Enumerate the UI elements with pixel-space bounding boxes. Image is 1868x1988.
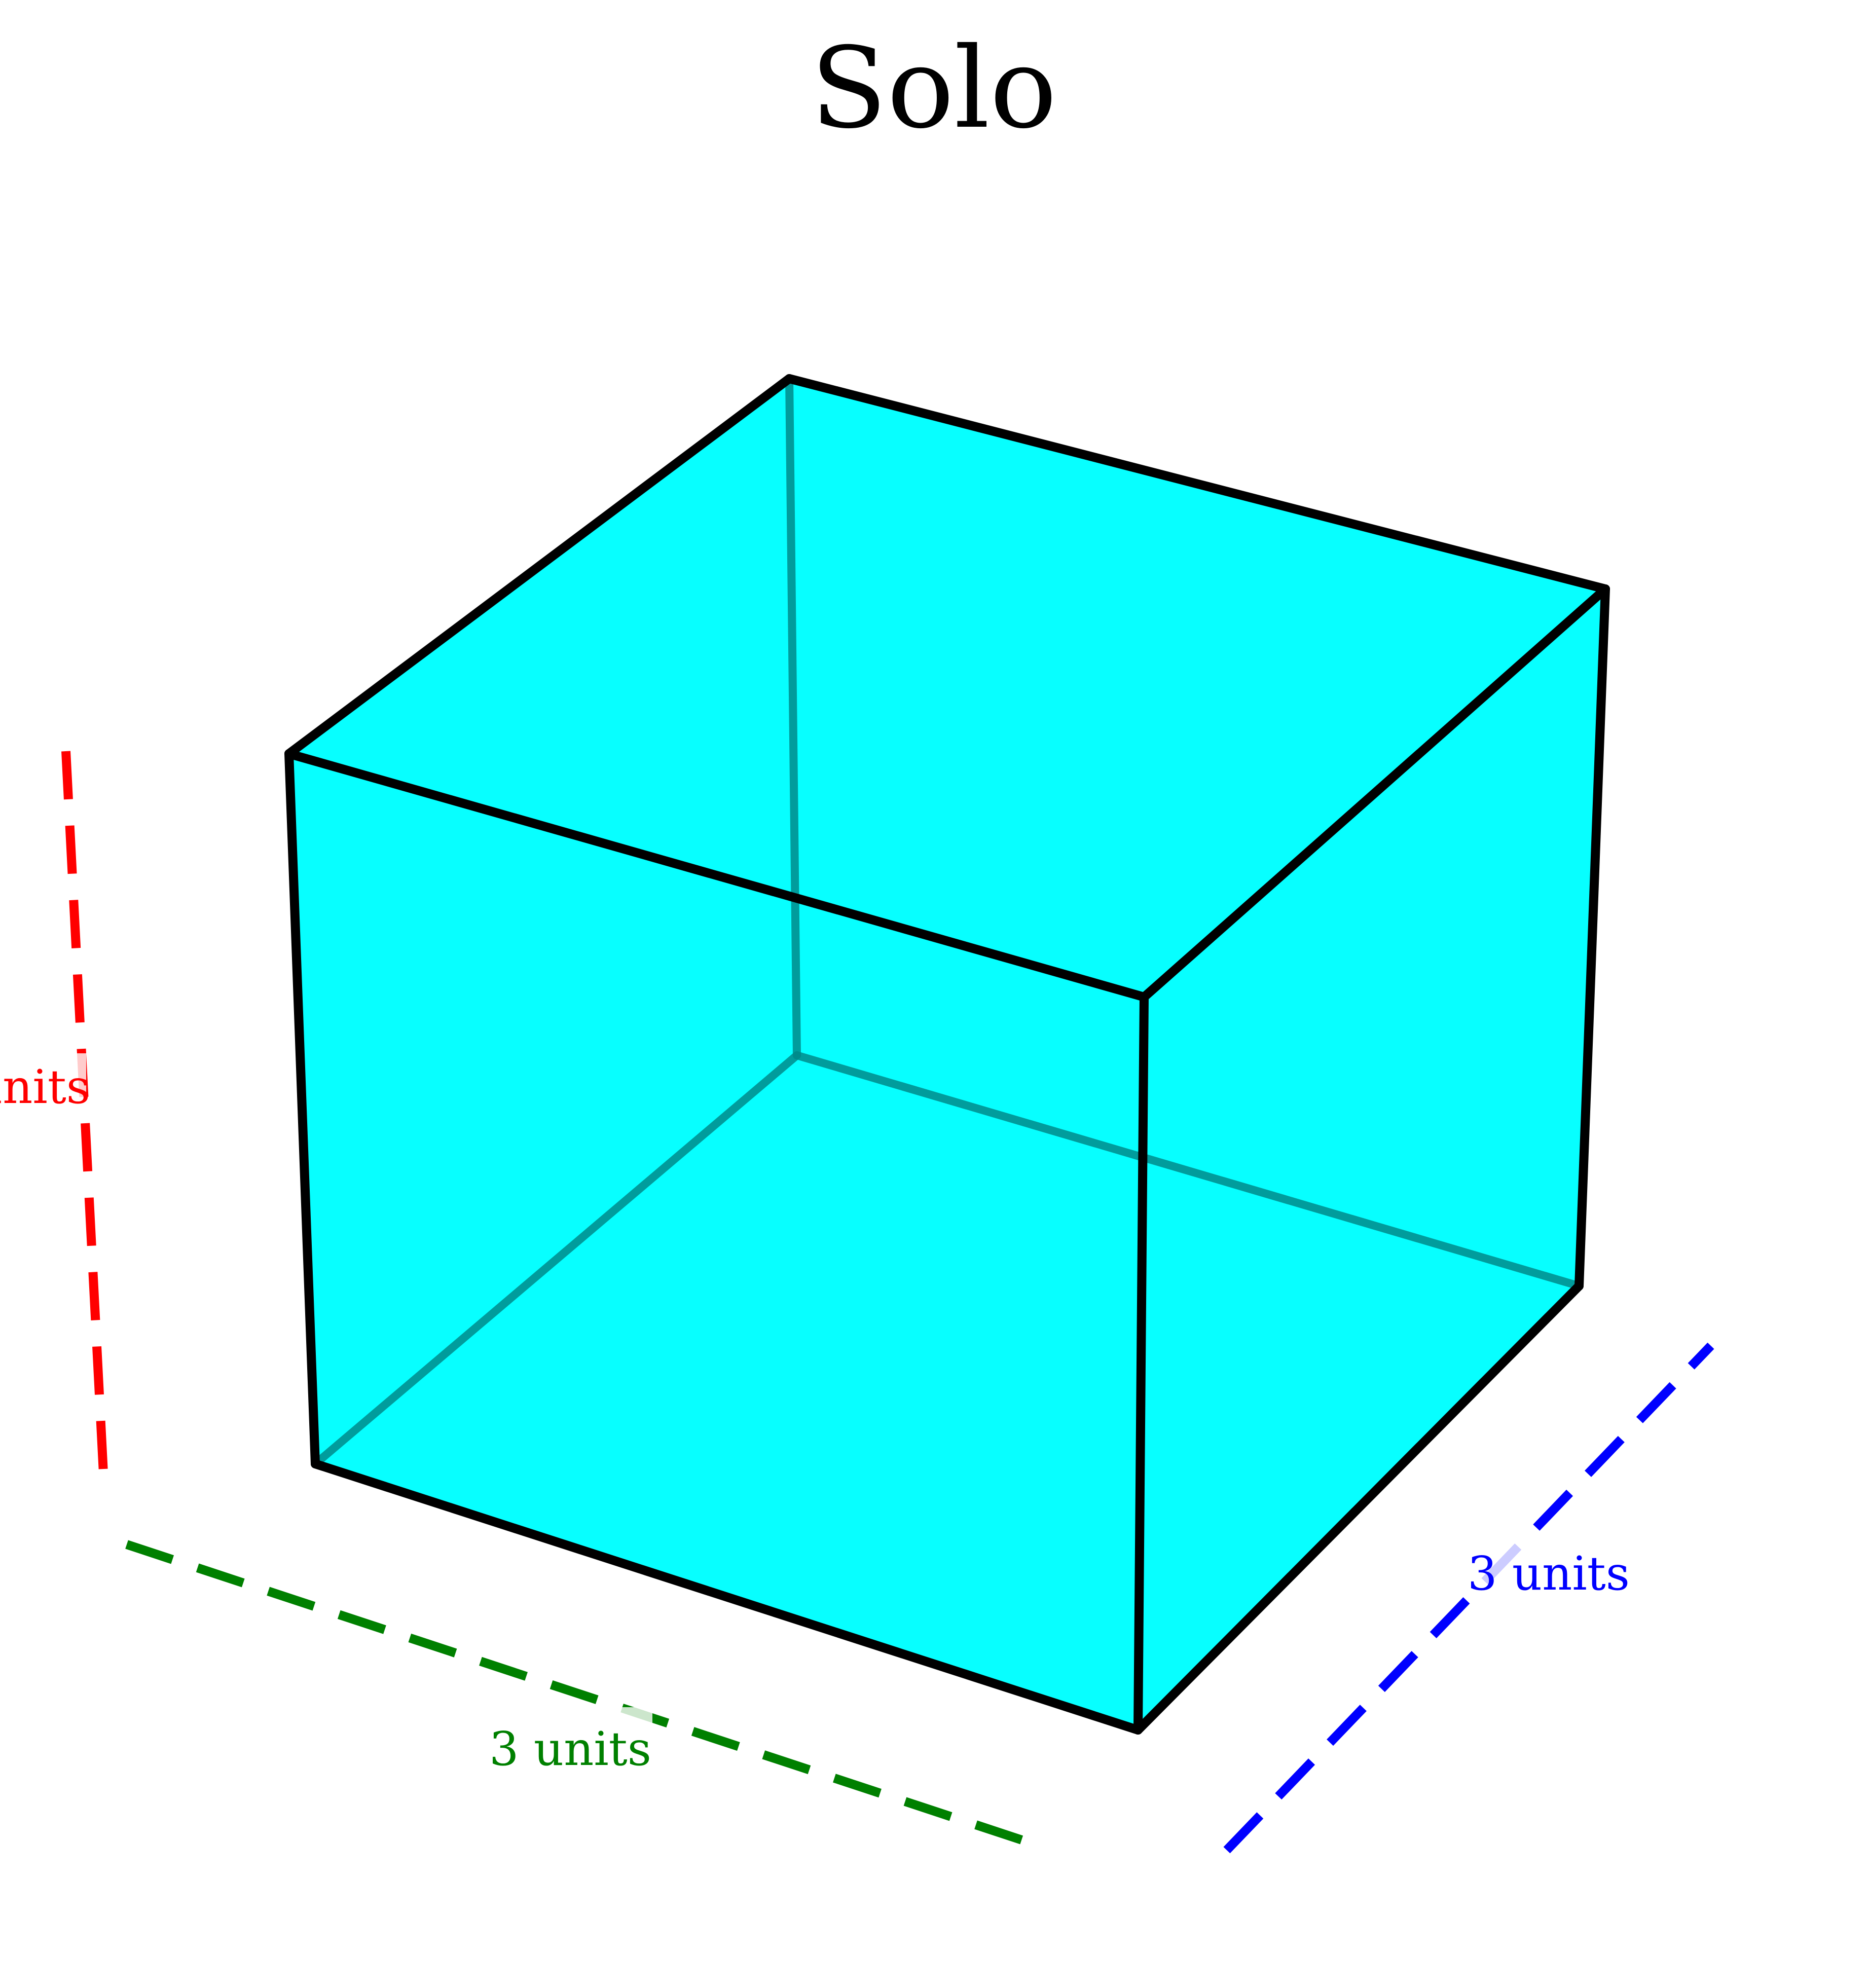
height-dimension-label-group: 3 units	[0, 1053, 90, 1114]
edge-top-back-left	[284, 374, 794, 758]
height-label-bg	[0, 1053, 86, 1112]
edge-bottom-front-left	[311, 1459, 1143, 1735]
cube-face-top	[289, 379, 1605, 997]
width-dimension-line	[125, 1540, 1042, 1851]
cube-face-front-right	[1138, 589, 1605, 1730]
width-label-bg	[488, 1707, 652, 1765]
height-dimension-line	[61, 751, 108, 1483]
cube	[289, 379, 1605, 1730]
edge-top-back-right	[785, 374, 1610, 594]
edge-vertical-right	[1574, 584, 1610, 1291]
edge-vertical-left	[284, 749, 320, 1468]
visible-edges	[284, 374, 1610, 1735]
diagram-title: Solo	[811, 23, 1057, 153]
height-dimension-label: 3 units	[0, 1060, 90, 1114]
hidden-edges	[311, 375, 1583, 1468]
width-dimension-label: 3 units	[489, 1722, 651, 1776]
edge-top-front-left	[284, 749, 1149, 1002]
hidden-edge-right	[793, 1051, 1583, 1290]
edge-top-front-right	[1140, 584, 1610, 1002]
cube-face-front-left	[289, 754, 1144, 1730]
width-dimension-label-group: 3 units	[488, 1707, 652, 1776]
depth-dimension-line	[1223, 1342, 1714, 1854]
hidden-edge-left	[311, 1051, 801, 1468]
depth-dimension-label: 3 units	[1468, 1547, 1630, 1601]
edge-vertical-front	[1133, 992, 1149, 1735]
depth-label-bg	[1466, 1538, 1631, 1597]
edge-bottom-front-right	[1133, 1281, 1584, 1735]
depth-dimension-label-group: 3 units	[1466, 1538, 1631, 1601]
hidden-edge-vertical	[785, 375, 801, 1059]
